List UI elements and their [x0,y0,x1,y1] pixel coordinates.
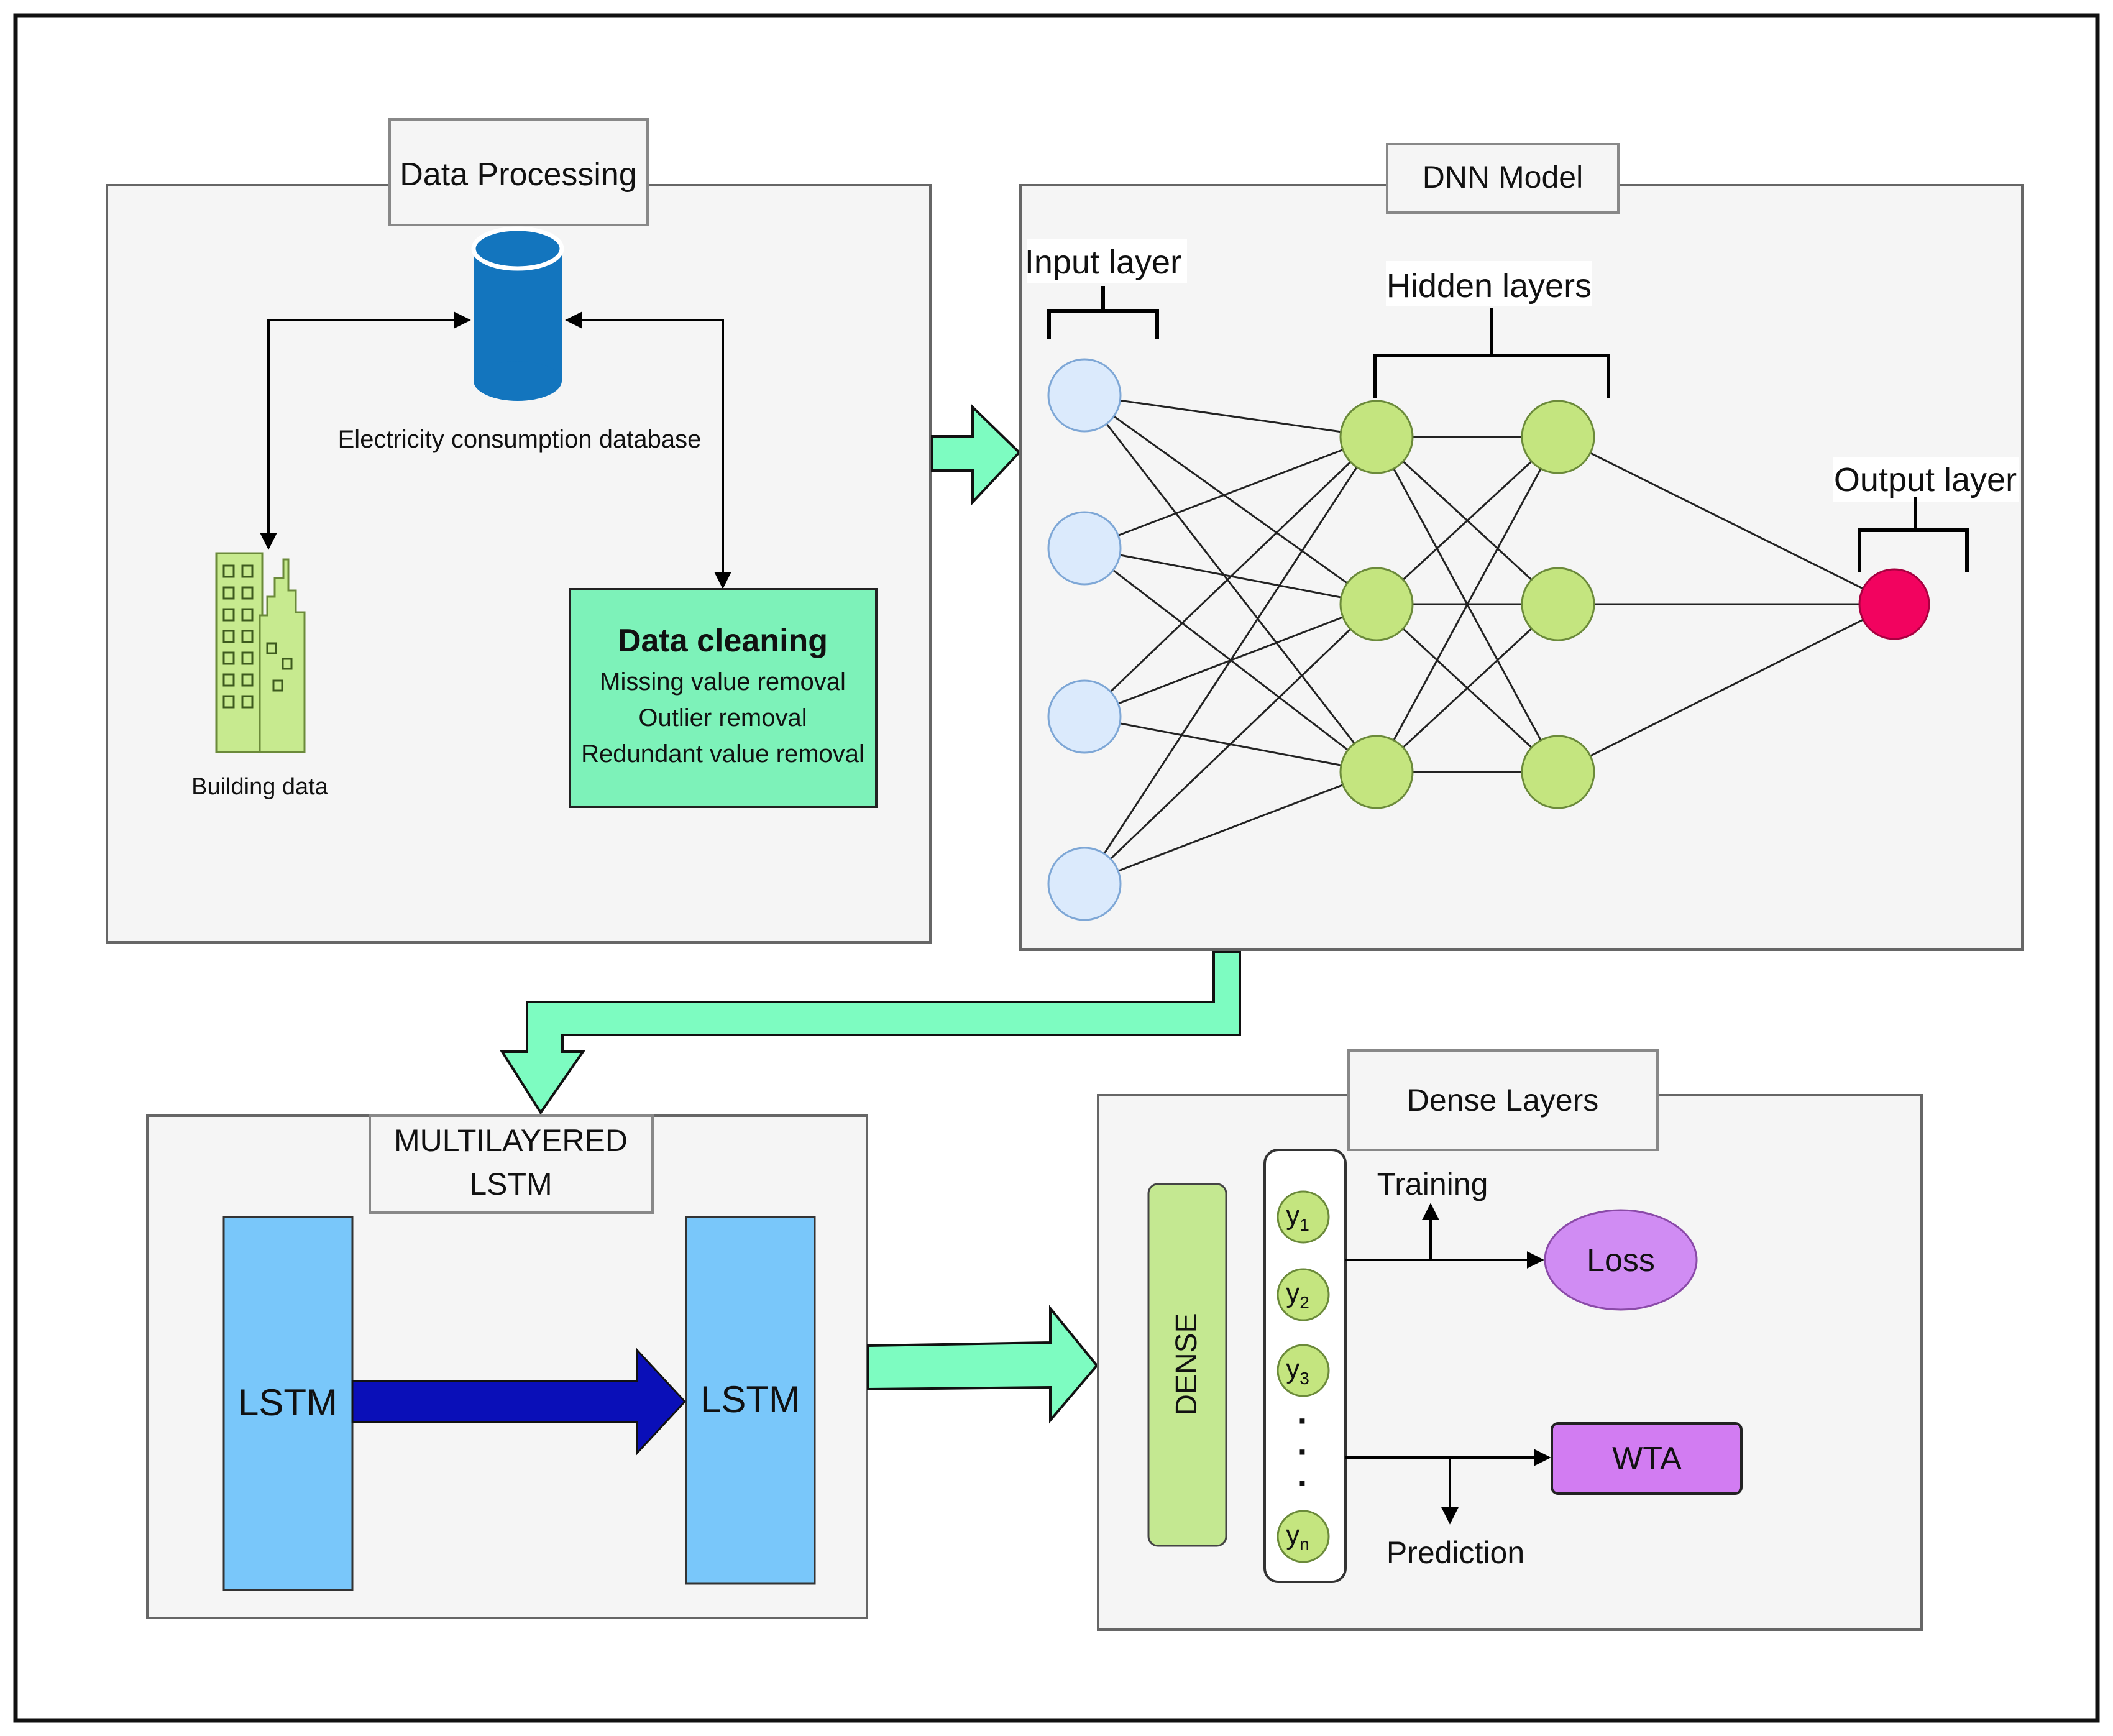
dense-block [1147,1183,1227,1547]
dense-layers-title: Dense Layers [1407,1083,1599,1118]
dnn-connection-line [1083,603,1378,885]
data-cleaning-title: Data cleaning [618,623,828,659]
dnn-connection-line [1084,771,1377,885]
dense-output-symbol: y [1286,1354,1299,1384]
loss-node [1544,1209,1698,1311]
dnn-model-title-box [1386,143,1620,214]
dense-output-symbol: y [1286,1200,1299,1231]
output-layer-label: Output layer [1834,461,2017,498]
hidden-node [1339,735,1414,809]
dnn-connection-line [1083,436,1378,718]
hidden-node [1521,400,1595,474]
dense-output-node: y1 [1277,1190,1330,1244]
dnn-model-title: DNN Model [1423,160,1583,195]
dense-layers-panel: Dense Layers DENSE y1 y2 y3 · · · yn Tra… [1097,1049,1923,1631]
hidden-node [1521,735,1595,809]
dense-output-node: y3 [1277,1344,1330,1397]
input-node [1047,511,1122,586]
dense-block-label: DENSE [1170,1313,1203,1415]
data-cleaning-item: Outlier removal [638,704,807,732]
dense-output-subscript: 1 [1299,1215,1309,1234]
dnn-connection-line [1375,603,1559,773]
svg-text:y3: y3 [1286,1354,1309,1388]
ellipsis-dot: · [1298,1463,1309,1502]
lstm-block-left-label: LSTM [238,1382,337,1423]
dense-output-symbol: y [1286,1520,1299,1550]
dense-output-subscript: 2 [1299,1293,1309,1312]
dnn-connection-line [1084,436,1377,549]
hidden-layers-label: Hidden layers [1387,267,1592,305]
wta-label: WTA [1612,1441,1682,1477]
lstm-title-box [369,1114,654,1214]
dnn-connections [1083,394,1895,885]
dense-output-node: yn [1277,1510,1330,1563]
data-cleaning-box: Data cleaning Missing value removal Outl… [569,588,878,808]
lstm-block-right [685,1216,816,1585]
lstm-block-left [222,1216,354,1591]
dnn-nodes [1047,358,1930,921]
data-cleaning-item: Redundant value removal [581,740,864,768]
output-node [1858,568,1930,640]
input-node [1047,679,1122,754]
output-layer-bracket [1858,497,1969,572]
building-icon [215,552,306,753]
data-processing-panel: Data Processing Electricity consumption … [106,118,932,944]
lstm-title-line2: LSTM [469,1167,552,1201]
training-label: Training [1377,1167,1488,1201]
dnn-connection-line [1083,436,1378,884]
dense-layers-title-box [1347,1049,1659,1151]
database-cleaning-arrow [565,311,731,589]
loss-label: Loss [1587,1242,1655,1279]
dnn-connection-line [1557,436,1895,605]
dnn-model-panel: DNN Model Input layer Hidden layers Outp… [1019,143,2024,951]
database-building-arrow [260,311,471,550]
dense-output-subscript: 3 [1299,1369,1309,1388]
dnn-connection-line [1557,603,1895,773]
ellipsis-dot: · [1298,1432,1309,1471]
lstm-title-line1: MULTILAYERED [394,1123,628,1158]
hidden-node [1339,400,1414,474]
database-icon [471,226,564,401]
wta-node [1551,1422,1743,1495]
flow-arrow-to-dnn [931,404,1021,506]
hidden-node [1339,567,1414,641]
input-node [1047,358,1122,433]
dnn-connection-line [1375,436,1559,773]
dense-output-node: y2 [1277,1268,1330,1321]
flow-arrow-to-dense [867,1305,1099,1424]
flow-arrow-to-lstm [500,951,1241,1115]
database-label: Electricity consumption database [338,426,702,453]
lstm-block-right-label: LSTM [700,1379,800,1420]
hidden-layers-bracket [1373,308,1610,398]
dnn-connection-line [1084,394,1377,438]
dnn-connection-line [1083,395,1378,773]
dnn-connection-line [1084,394,1377,605]
dnn-connection-line [1375,436,1559,605]
svg-text:y1: y1 [1286,1200,1309,1234]
data-cleaning-item: Missing value removal [600,668,846,696]
prediction-label: Prediction [1387,1535,1524,1570]
input-layer-label: Input layer [1025,244,1181,281]
lstm-connection-arrow [351,1348,687,1456]
ellipsis-dot: · [1298,1401,1309,1440]
svg-text:yn: yn [1286,1520,1309,1554]
building-label: Building data [191,774,329,800]
input-node [1047,847,1122,921]
lstm-panel: MULTILAYERED LSTM LSTM LSTM [146,1114,868,1619]
dense-output-symbol: y [1286,1278,1299,1308]
input-layer-bracket [1047,286,1159,339]
hidden-node [1521,567,1595,641]
data-processing-title-box [388,118,649,226]
dense-output-subscript: n [1299,1535,1309,1554]
svg-text:y2: y2 [1286,1278,1309,1312]
data-processing-title: Data Processing [400,157,637,193]
